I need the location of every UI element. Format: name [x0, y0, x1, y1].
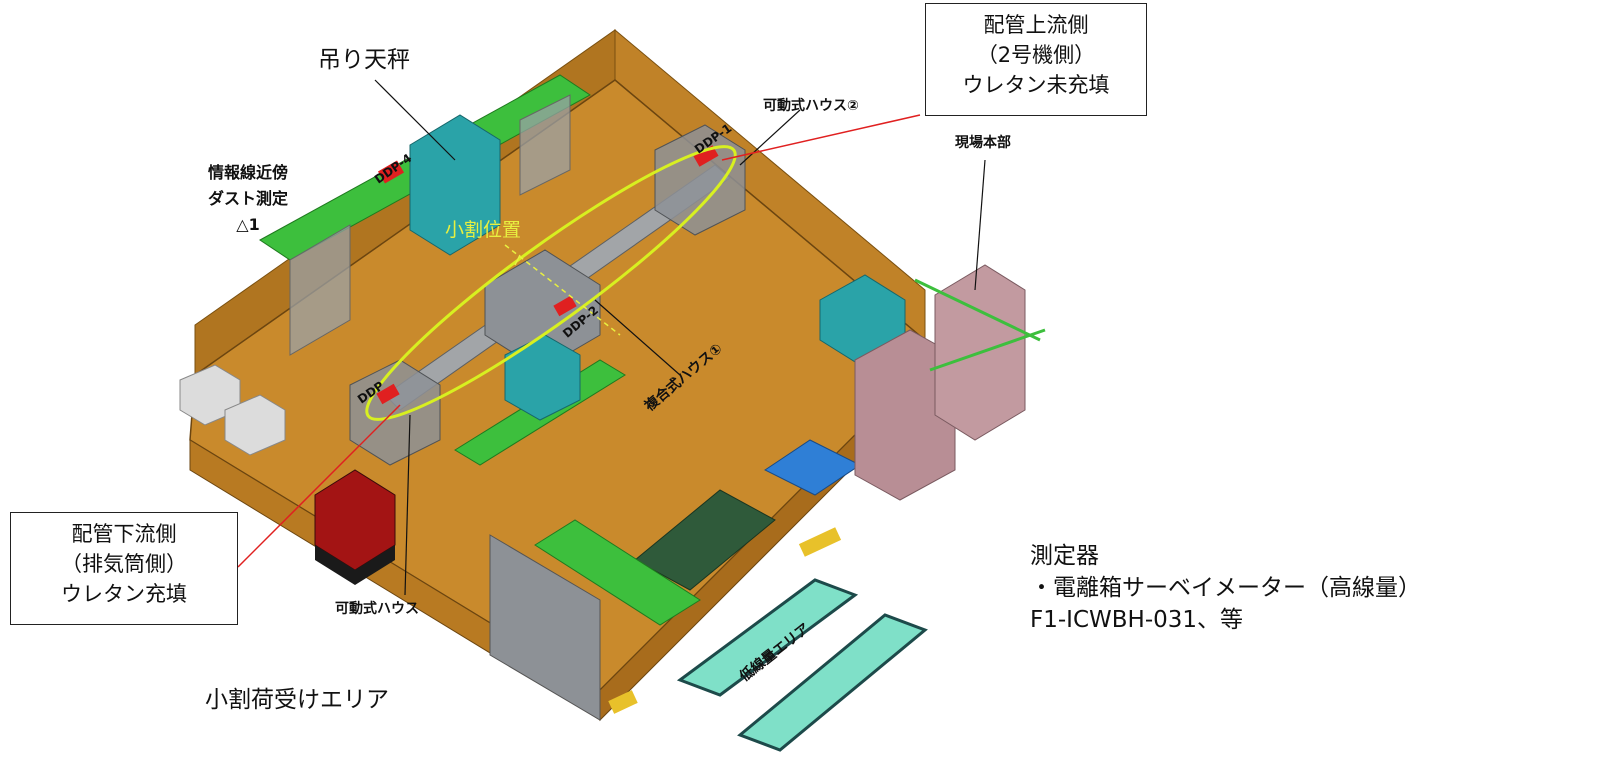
upstream-line-1: 配管上流側	[983, 13, 1089, 37]
downstream-line-3: ウレタン充填	[61, 582, 187, 606]
movable-house-label: 可動式ハウス	[335, 601, 419, 617]
movable-house-2-leader	[739, 109, 801, 166]
fence-right-2	[929, 328, 1046, 372]
dark-mat	[634, 489, 776, 591]
movable-house-2	[654, 124, 746, 236]
hoist-leader	[374, 79, 456, 161]
dust-measure-label: 情報線近傍 ダスト測定 △1	[178, 160, 318, 238]
receiving-area-label: 小割荷受けエリア	[205, 687, 389, 713]
hoist-label: 吊り天秤	[318, 47, 410, 73]
hoist-teal-block	[409, 114, 501, 256]
upstream-callout: 配管上流側 （2号機側） ウレタン未充填	[925, 3, 1147, 116]
downstream-callout: 配管下流側 （排気筒側） ウレタン充填	[10, 512, 238, 625]
gray-room	[489, 534, 601, 721]
generator-base	[315, 545, 395, 585]
instrument-line-1: ・電離箱サーベイメーター（高線量）	[1030, 575, 1421, 601]
site-hq-building-front	[854, 329, 956, 501]
cut-position-ellipse	[365, 145, 737, 421]
fence-right	[914, 278, 1041, 342]
yellow-pad-1	[608, 690, 638, 714]
movable-house-leader	[404, 414, 411, 596]
site-hq-label: 現場本部	[955, 135, 1011, 151]
cut-dash-line-2	[514, 254, 521, 266]
upstream-line-3: ウレタン未充填	[962, 73, 1110, 97]
ddp2-marker	[553, 295, 577, 317]
downstream-line-1: 配管下流側	[71, 522, 177, 546]
composite-house-leader	[594, 299, 681, 376]
ddp4-marker	[377, 160, 405, 184]
gray-frame-top	[519, 94, 571, 196]
low-dose-strip-1	[676, 578, 859, 697]
cut-position-label: 小割位置	[445, 219, 522, 241]
site-hq-leader	[974, 159, 986, 291]
gray-frame-left	[289, 224, 351, 356]
ddp1-marker	[693, 145, 719, 167]
upstream-line-2: （2号機側）	[976, 43, 1096, 67]
instrument-line-2: F1-ICWBH-031、等	[1030, 607, 1244, 633]
yellow-pad-2	[798, 527, 842, 557]
composite-house-1	[484, 249, 601, 371]
downstream-callout-line	[237, 404, 401, 568]
downstream-line-2: （排気筒側）	[61, 552, 187, 576]
green-pallet	[534, 519, 701, 626]
instrument-heading: 測定器	[1030, 543, 1099, 569]
dust-line-2: ダスト測定	[207, 189, 288, 208]
ddp3-marker	[376, 383, 400, 405]
low-dose-strip-2	[737, 613, 928, 752]
white-box-2	[224, 394, 286, 456]
dust-line-1: 情報線近傍	[207, 163, 288, 182]
instrument-info: 測定器 ・電離箱サーベイメーター（高線量） F1-ICWBH-031、等	[1030, 540, 1421, 636]
movable-house-2-label: 可動式ハウス②	[763, 98, 859, 114]
cut-dash-line-1	[504, 244, 621, 336]
dust-line-3: △1	[236, 215, 260, 234]
upstream-callout-line	[721, 114, 921, 161]
